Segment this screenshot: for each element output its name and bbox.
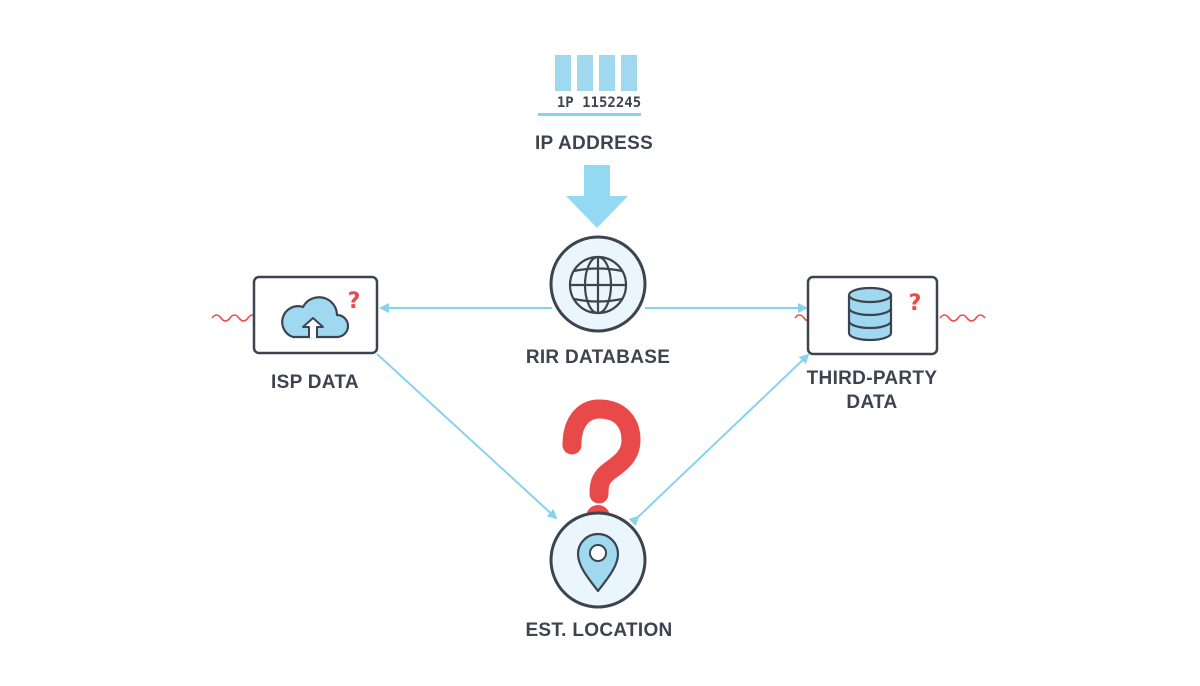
est-location-label: EST. LOCATION <box>525 620 672 641</box>
ip-address-icon <box>538 55 641 116</box>
isp-question-icon: ? <box>348 289 361 314</box>
third-party-noise-wave-right <box>939 314 986 322</box>
rir-database-label: RIR DATABASE <box>526 347 670 368</box>
location-pin-icon <box>576 532 620 593</box>
location-third-party-arrow <box>628 353 810 527</box>
third-party-question-icon: ? <box>909 291 922 316</box>
isp-data-node: ? <box>252 275 379 355</box>
third-party-label-line1: THIRD-PARTY <box>807 368 938 389</box>
uncertainty-question-icon <box>562 399 641 529</box>
connectors <box>376 303 810 527</box>
ip-address-label: IP ADDRESS <box>535 133 653 154</box>
rir-database-node <box>549 235 647 333</box>
cloud-upload-icon <box>281 296 350 339</box>
est-location-node <box>549 511 647 609</box>
ip-address-code: 1P 1152245 <box>557 95 641 111</box>
globe-icon <box>568 255 628 315</box>
third-party-data-node: ? <box>806 275 939 356</box>
isp-to-location-arrow <box>376 353 558 520</box>
database-icon <box>847 286 893 342</box>
down-arrow-icon <box>566 165 628 228</box>
isp-data-label: ISP DATA <box>271 372 359 393</box>
third-party-label-line2: DATA <box>846 392 897 413</box>
